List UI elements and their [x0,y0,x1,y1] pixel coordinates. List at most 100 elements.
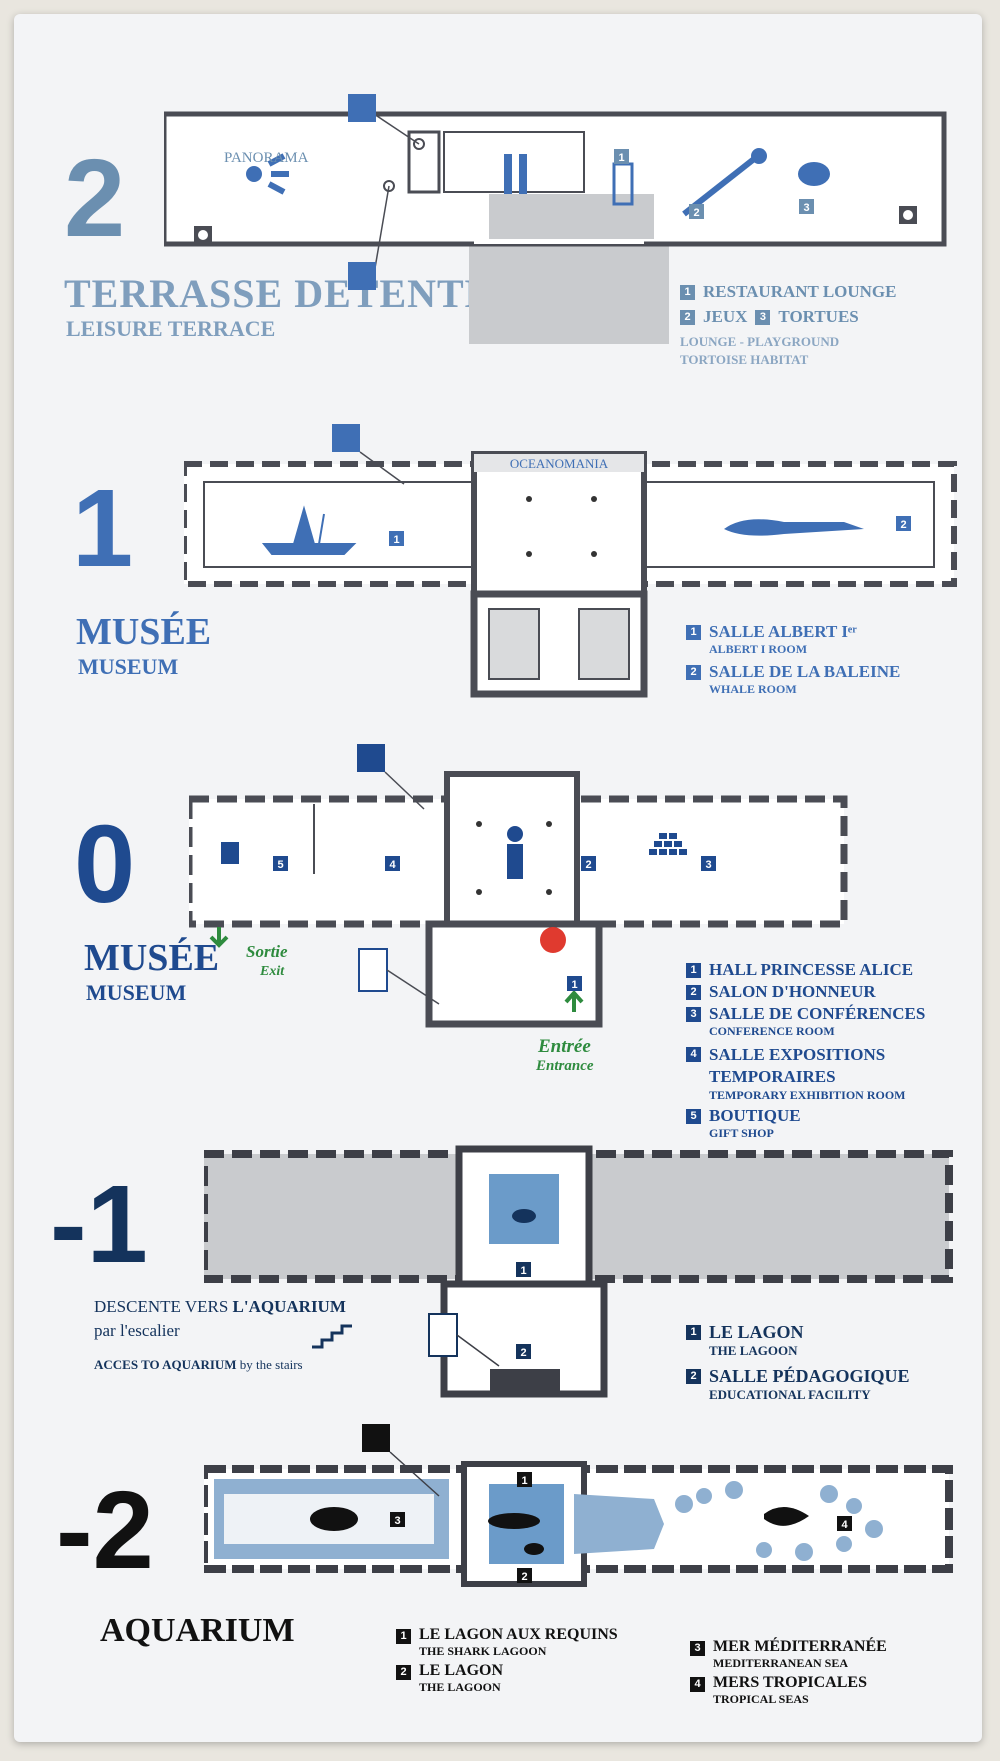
floor-2-plan: PANORAMA 1 2 3 [164,94,947,344]
floor-2-legend-en-2: TORTOISE HABITAT [680,352,809,367]
plan-badge: 3 [705,859,711,871]
floor-minus-1-desc-en: ACCES TO AQUARIUM by the stairs [94,1357,303,1373]
floor-2-legend: 1 RESTAURANT LOUNGE [680,282,897,302]
floor-minus-2-title-fr: AQUARIUM [100,1612,295,1649]
floor-0-legend-item-2: 2 SALON D'HONNEUR [686,982,876,1002]
legend-item-en: THE LAGOON [709,1343,798,1358]
floor-2-elevator-icon [348,94,376,122]
legend-badge: 5 [686,1109,701,1124]
floor-1-number: 1 [72,467,134,590]
exit-arrow-icon [209,927,229,948]
plan-badge: 2 [585,859,591,871]
floor-minus-2-elevator-icon [362,1424,390,1452]
plan-badge: 3 [803,202,809,214]
legend-item: LE LAGON [709,1322,804,1342]
desc-text-bold: L'AQUARIUM [232,1297,346,1316]
legend-item-en: GIFT SHOP [709,1126,774,1140]
legend-badge: 1 [680,285,695,300]
legend-badge: 1 [686,1325,701,1340]
exit-label-en: Exit [260,964,285,979]
legend-badge: 2 [686,665,701,680]
legend-badge: 2 [686,985,701,1000]
you-are-here-marker [540,927,566,953]
plan-badge: 2 [693,207,699,219]
floor-0-number: 0 [74,803,136,926]
legend-item: SALLE PÉDAGOGIQUE [709,1366,910,1386]
floor-2-number: 2 [64,137,126,260]
floor-1-legend-item-2: 2 SALLE DE LA BALEINE WHALE ROOM [686,662,900,697]
plan-badge: 2 [900,519,906,531]
floor-2-title-en: LEISURE TERRACE [66,316,276,341]
plan-badge: 4 [841,1519,848,1531]
desc-en: by the stairs [236,1357,303,1372]
exit-label-fr: Sortie [246,942,288,961]
floor-minus-2-legend-item-4: 4 MERS TROPICALES TROPICAL SEAS [690,1674,867,1707]
legend-item: BOUTIQUE [709,1106,801,1125]
floor-0-legend-item-3: 3 SALLE DE CONFÉRENCES CONFERENCE ROOM [686,1004,925,1039]
floor-directory-sign: 2 TERRASSE DETENTE LEISURE TERRACE [14,14,982,1742]
plan-badge: 2 [521,1571,527,1583]
floor-0-legend-item-4: 4 SALLE EXPOSITIONS TEMPORAIRES TEMPORAR… [686,1044,956,1103]
legend-badge: 1 [686,963,701,978]
floor-1-title-fr: MUSÉE [76,611,212,653]
floor-2-restroom-icon [348,262,376,290]
floor-minus-2-legend-item-1: 1 LE LAGON AUX REQUINS THE SHARK LAGOON [396,1626,618,1659]
floor-0-title-fr: MUSÉE [84,937,220,979]
plan-badge: 5 [277,859,283,871]
legend-badge: 2 [396,1665,411,1680]
legend-item: SALLE DE CONFÉRENCES [709,1004,926,1023]
entrance-label-en: Entrance [536,1058,594,1074]
floor-0-restroom-icon [358,948,388,992]
legend-item: HALL PRINCESSE ALICE [709,960,914,979]
legend-badge: 1 [686,625,701,640]
plan-badge: 4 [389,859,396,871]
legend-item-en: THE LAGOON [419,1680,501,1694]
floor-minus-1-restroom-icon [428,1313,458,1357]
plan-badge: 3 [394,1515,400,1527]
floor-1-plan: OCEANOMANIA 1 2 [184,424,957,698]
stairs-icon [312,1324,352,1349]
legend-item: LE LAGON AUX REQUINS [419,1626,618,1643]
floor-minus-2-number: -2 [56,1469,154,1592]
desc-en-bold: ACCES TO AQUARIUM [94,1357,237,1372]
legend-badge: 4 [690,1677,705,1692]
legend-badge: 4 [686,1047,701,1062]
legend-item-en: ALBERT I ROOM [709,642,808,656]
legend-item: MERS TROPICALES [713,1674,867,1691]
floor-minus-1-plan: 1 2 [204,1145,953,1398]
floor-minus-1-legend-item-2: 2 SALLE PÉDAGOGIQUE EDUCATIONAL FACILITY [686,1366,910,1403]
legend-badge: 2 [680,310,695,325]
floor-minus-2-legend-item-3: 3 MER MÉDITERRANÉE MEDITERRANEAN SEA [690,1638,887,1671]
legend-item-en: THE SHARK LAGOON [419,1644,547,1658]
floor-0-legend-item-5: 5 BOUTIQUE GIFT SHOP [686,1106,801,1141]
legend-item-en: WHALE ROOM [709,682,797,696]
floor-minus-1-description: DESCENTE VERS L'AQUARIUM [94,1297,346,1317]
entrance-label-fr: Entrée [538,1036,591,1057]
legend-item-en: TEMPORARY EXHIBITION ROOM [709,1088,906,1102]
plan-badge: 1 [571,979,577,991]
legend-item-en: EDUCATIONAL FACILITY [709,1387,871,1402]
plan-badge: 1 [393,534,399,546]
floor-1-legend-item-1: 1 SALLE ALBERT Iᵉʳ ALBERT I ROOM [686,622,857,657]
plan-badge: 2 [520,1347,526,1359]
legend-item: JEUX [703,307,748,326]
floor-minus-1-legend-item-1: 1 LE LAGON THE LAGOON [686,1322,804,1359]
floor-0-legend-item-1: 1 HALL PRINCESSE ALICE [686,960,913,980]
entrance-arrow-icon [564,989,584,1012]
floor-0-plan: 1 2 3 4 5 [189,744,848,1028]
floor-2-title-fr: TERRASSE DETENTE [64,271,493,316]
floor-0-title-en: MUSEUM [86,980,187,1005]
floor-minus-1-number: -1 [50,1163,148,1286]
legend-badge: 2 [686,1369,701,1384]
legend-item-en: CONFERENCE ROOM [709,1024,835,1038]
floor-0-elevator-icon [357,744,385,772]
oceanomania-label: OCEANOMANIA [510,456,609,471]
legend-item: RESTAURANT LOUNGE [703,282,897,301]
floor-minus-2-legend-item-2: 2 LE LAGON THE LAGOON [396,1662,503,1695]
desc-text: DESCENTE VERS [94,1297,233,1316]
panorama-label: PANORAMA [224,150,309,166]
legend-item: SALON D'HONNEUR [709,982,876,1001]
floor-1-title-en: MUSEUM [78,654,179,679]
floor-minus-2-plan: 1 2 3 4 [204,1424,953,1587]
legend-badge: 3 [755,310,771,325]
